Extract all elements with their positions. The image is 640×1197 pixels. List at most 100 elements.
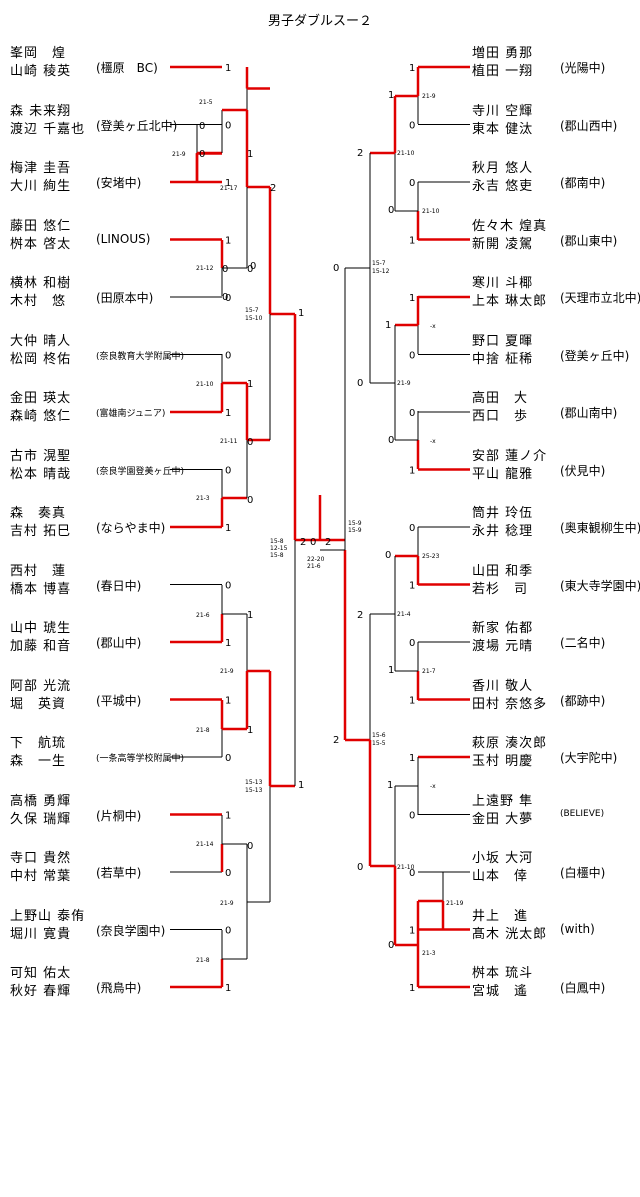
score-label: 21-9 — [397, 380, 411, 387]
player-name: 萩原 湊次郎 — [472, 736, 548, 751]
entry-result: 0 — [409, 121, 415, 132]
team-name: (奥東観柳生中) — [560, 521, 640, 535]
score-label: 21-3 — [422, 950, 436, 957]
final-result: 0 — [310, 537, 316, 548]
player-name: 筒井 玲伍 — [472, 506, 534, 521]
entry-result: 0 — [225, 581, 231, 592]
entry-result: 0 — [409, 523, 415, 534]
match-result: 1 — [247, 379, 253, 390]
player-name: 上遠野 隼 — [472, 793, 534, 809]
score-label: 15-13 — [245, 779, 263, 786]
player-name: 西口 歩 — [472, 409, 529, 424]
team-name: (田原本中) — [96, 291, 154, 305]
match-result: 1 — [247, 149, 253, 160]
score-label: 21-7 — [422, 668, 436, 675]
player-name: 中捨 柾稀 — [472, 351, 534, 367]
score-label: 21-6 — [307, 563, 321, 570]
entry-result: 1 — [225, 63, 231, 74]
team-name: (ならやま中) — [96, 521, 166, 535]
entry-result: 0 — [409, 178, 415, 189]
entry-result: 1 — [225, 811, 231, 822]
entry-result: 0 — [409, 408, 415, 419]
entry-result: 0 — [225, 753, 231, 764]
player-name: 吉村 拓巳 — [10, 524, 72, 539]
player-name: 寺口 貴然 — [10, 851, 72, 866]
match-result: 0 — [247, 264, 253, 275]
match-result: 0 — [247, 495, 253, 506]
entry-result: 0 — [409, 351, 415, 362]
match-result: 0 — [385, 550, 391, 561]
entry-result: 1 — [409, 926, 415, 937]
team-name: (平城中) — [96, 693, 142, 708]
entry-result: 1 — [409, 983, 415, 994]
player-name: 森 未来翔 — [10, 103, 72, 119]
player-name: 梅津 圭吾 — [10, 161, 72, 176]
score-label: 21-9 — [172, 151, 186, 158]
score-label: 15-13 — [245, 787, 263, 794]
entry-result: 1 — [225, 178, 231, 189]
player-name: 山中 琥生 — [10, 621, 72, 636]
player-name: 上野山 泰侑 — [10, 908, 86, 924]
match-result: 1 — [388, 90, 394, 101]
score-label: 15-8 — [270, 552, 284, 559]
team-name: (伏見中) — [560, 463, 606, 478]
score-label: -x — [430, 438, 436, 445]
score-label: 21-10 — [397, 150, 415, 157]
entry-result: 1 — [409, 581, 415, 592]
entry-result: 0 — [409, 638, 415, 649]
player-name: 寺川 空輝 — [472, 103, 534, 119]
player-name: 峯岡 煌 — [10, 46, 67, 61]
player-name: 秋好 春輝 — [10, 984, 72, 999]
entry-result: 0 — [409, 868, 415, 879]
match-result: 1 — [385, 320, 391, 331]
match-result: 0 — [247, 437, 253, 448]
player-name: 横林 和樹 — [10, 276, 72, 291]
match-result: 0 — [357, 378, 363, 389]
score-label: 21-5 — [199, 99, 213, 106]
score-label: 21-12 — [196, 265, 214, 272]
match-result: 0 — [199, 121, 205, 132]
match-result: 0 — [250, 261, 256, 272]
score-label: 21-8 — [196, 727, 210, 734]
player-name: 野口 夏暉 — [472, 333, 534, 349]
player-name: 寒川 斗椰 — [472, 276, 534, 291]
player-name: 永井 稔理 — [472, 524, 534, 539]
team-name: (LINOUS) — [96, 231, 151, 246]
match-result: 0 — [388, 940, 394, 951]
team-name: (奈良教育大学附属中) — [96, 351, 185, 362]
team-name: (飛鳥中) — [96, 981, 142, 995]
score-label: 15-12 — [372, 268, 390, 275]
player-name: 井上 進 — [472, 908, 529, 924]
entry-result: 0 — [225, 293, 231, 304]
team-name: (一条高等学校附属中) — [96, 754, 185, 764]
entry-result: 1 — [225, 408, 231, 419]
team-name: (奈良学園中) — [96, 923, 166, 938]
team-name: (橿原 BC) — [96, 61, 158, 75]
entry-result: 1 — [409, 293, 415, 304]
match-result: 2 — [357, 610, 363, 621]
match-result: 0 — [333, 263, 339, 274]
match-result: 2 — [357, 148, 363, 159]
player-name: 西村 蓮 — [10, 563, 67, 579]
score-label: 21-3 — [196, 495, 210, 502]
player-name: 古市 滉聖 — [10, 448, 72, 464]
match-result: 0 — [388, 205, 394, 216]
score-label: 21-19 — [446, 900, 464, 907]
score-label: 15-6 — [372, 732, 386, 739]
player-name: 堀 英資 — [10, 696, 67, 712]
player-name: 新開 凌駕 — [472, 236, 534, 252]
player-name: 森 一生 — [10, 754, 67, 769]
score-label: 21-6 — [196, 612, 210, 619]
player-name: 木村 悠 — [10, 294, 67, 309]
team-name: (東大寺学園中) — [560, 578, 640, 593]
player-name: 香川 敬人 — [472, 678, 534, 694]
player-name: 小坂 大河 — [472, 851, 534, 866]
team-name: (若草中) — [96, 866, 142, 880]
match-result: 0 — [199, 149, 205, 160]
score-label: 21-17 — [220, 185, 238, 192]
player-name: 上本 琳太郎 — [472, 294, 548, 309]
score-label: 21-10 — [397, 864, 415, 871]
entry-result: 0 — [225, 926, 231, 937]
score-label: -x — [430, 323, 436, 330]
player-name: 若杉 司 — [472, 581, 529, 597]
